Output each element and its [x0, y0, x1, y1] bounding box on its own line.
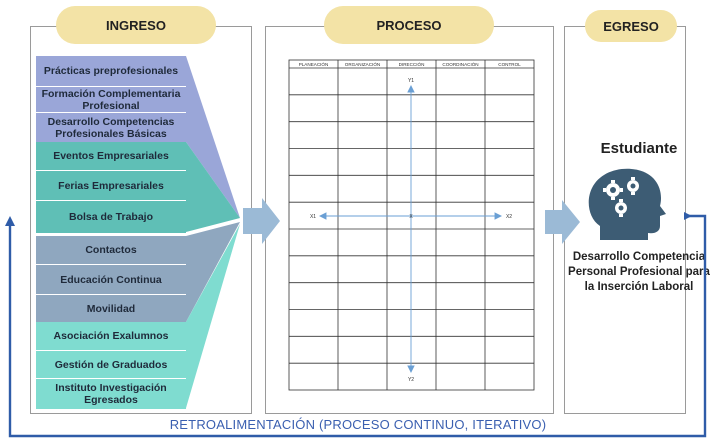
arrow-ingreso-proceso — [243, 198, 280, 244]
matrix-column-header: CONTROL — [498, 62, 521, 67]
ingreso-item: Bolsa de Trabajo — [36, 200, 186, 233]
feedback-label: RETROALIMENTACIÓN (PROCESO CONTINUO, ITE… — [169, 417, 547, 432]
ingreso-item: Prácticas preprofesionales — [36, 56, 186, 86]
axis-label-x1: X1 — [310, 214, 316, 220]
axis-label-x2: X2 — [506, 214, 512, 220]
ingreso-item: Educación Continua — [36, 264, 186, 295]
egreso-header: EGRESO — [585, 10, 677, 42]
axis-label-y2: Y2 — [408, 377, 414, 383]
ingreso-item: Eventos Empresariales — [36, 142, 186, 170]
ingreso-item: Desarrollo Competencias Profesionales Bá… — [36, 112, 186, 143]
ingreso-item: Ferias Empresariales — [36, 170, 186, 201]
ingreso-item: Contactos — [36, 236, 186, 264]
egreso-description: Desarrollo Competencia Personal Profesio… — [568, 251, 710, 293]
matrix-column-header: ORGANIZACIÓN — [345, 61, 380, 67]
ingreso-item: Movilidad — [36, 294, 186, 323]
egreso-title: Estudiante — [600, 140, 678, 157]
ingreso-item: Gestión de Graduados — [36, 350, 186, 379]
proceso-header: PROCESO — [324, 6, 494, 44]
ingreso-item: Asociación Exalumnos — [36, 322, 186, 350]
arrow-proceso-egreso — [545, 200, 580, 244]
axis-label-y1: Y1 — [408, 78, 414, 84]
axis-label-origin: X — [409, 214, 413, 220]
ingreso-item: Instituto Investigación Egresados — [36, 378, 186, 409]
matrix-column-header: DIRECCIÓN — [399, 61, 425, 67]
ingreso-item: Formación Complementaria Profesional — [36, 86, 186, 113]
matrix-column-header: COORDINACIÓN — [442, 61, 478, 67]
ingreso-header: INGRESO — [56, 6, 216, 44]
matrix-column-header: PLANEACIÓN — [299, 61, 329, 67]
